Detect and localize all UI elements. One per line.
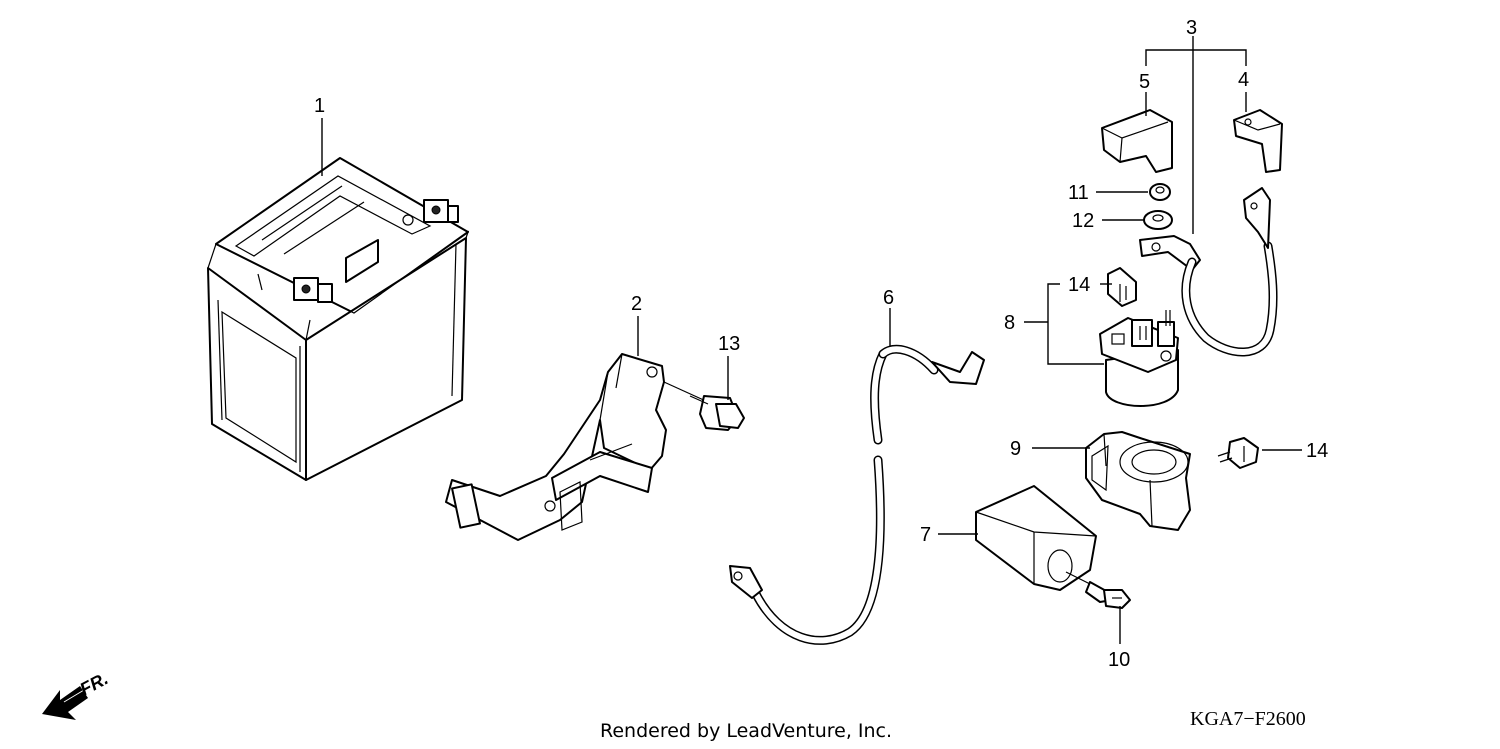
callout-14-top[interactable]: 14 — [1068, 274, 1090, 296]
render-credit: Rendered by LeadVenture, Inc. — [600, 720, 892, 742]
terminal-cap-4-part[interactable] — [1233, 109, 1283, 173]
callout-10[interactable]: 10 — [1108, 649, 1130, 671]
callout-9[interactable]: 9 — [1010, 438, 1021, 460]
callout-12[interactable]: 12 — [1072, 210, 1094, 232]
callout-13[interactable]: 13 — [718, 333, 740, 355]
fuse-top-part[interactable] — [1107, 267, 1137, 307]
fuse-right-part[interactable] — [1217, 437, 1259, 469]
callout-6[interactable]: 6 — [883, 287, 894, 309]
callout-1[interactable]: 1 — [314, 95, 325, 117]
front-direction-arrow-icon — [42, 686, 88, 720]
callout-labels: 1 2 3 4 5 6 7 8 9 10 11 12 13 14 14 — [314, 17, 1328, 671]
screw-part[interactable] — [1065, 571, 1131, 609]
positive-cable-part[interactable] — [1139, 187, 1278, 357]
callout-5[interactable]: 5 — [1139, 71, 1150, 93]
callout-11[interactable]: 11 — [1068, 182, 1089, 204]
battery-part[interactable] — [207, 157, 470, 481]
battery-bracket-part[interactable] — [445, 353, 667, 541]
nut-part[interactable] — [1149, 183, 1171, 201]
bolt-part[interactable] — [663, 381, 745, 431]
terminal-cap-5-part[interactable] — [1101, 109, 1173, 173]
callout-2[interactable]: 2 — [631, 293, 642, 315]
leader-lines — [321, 36, 1302, 644]
washer-part[interactable] — [1143, 210, 1173, 230]
negative-cable-part[interactable] — [729, 344, 985, 645]
starter-relay-part[interactable] — [1099, 310, 1179, 407]
relay-rubber-cover-part[interactable] — [1085, 431, 1191, 531]
callout-14-right[interactable]: 14 — [1306, 440, 1328, 462]
callout-3[interactable]: 3 — [1186, 17, 1197, 39]
callout-4[interactable]: 4 — [1238, 69, 1249, 91]
callout-8[interactable]: 8 — [1004, 312, 1015, 334]
diagram-code: KGA7−F2600 — [1190, 708, 1306, 730]
callout-7[interactable]: 7 — [920, 524, 931, 546]
relay-bracket-part[interactable] — [975, 485, 1097, 591]
